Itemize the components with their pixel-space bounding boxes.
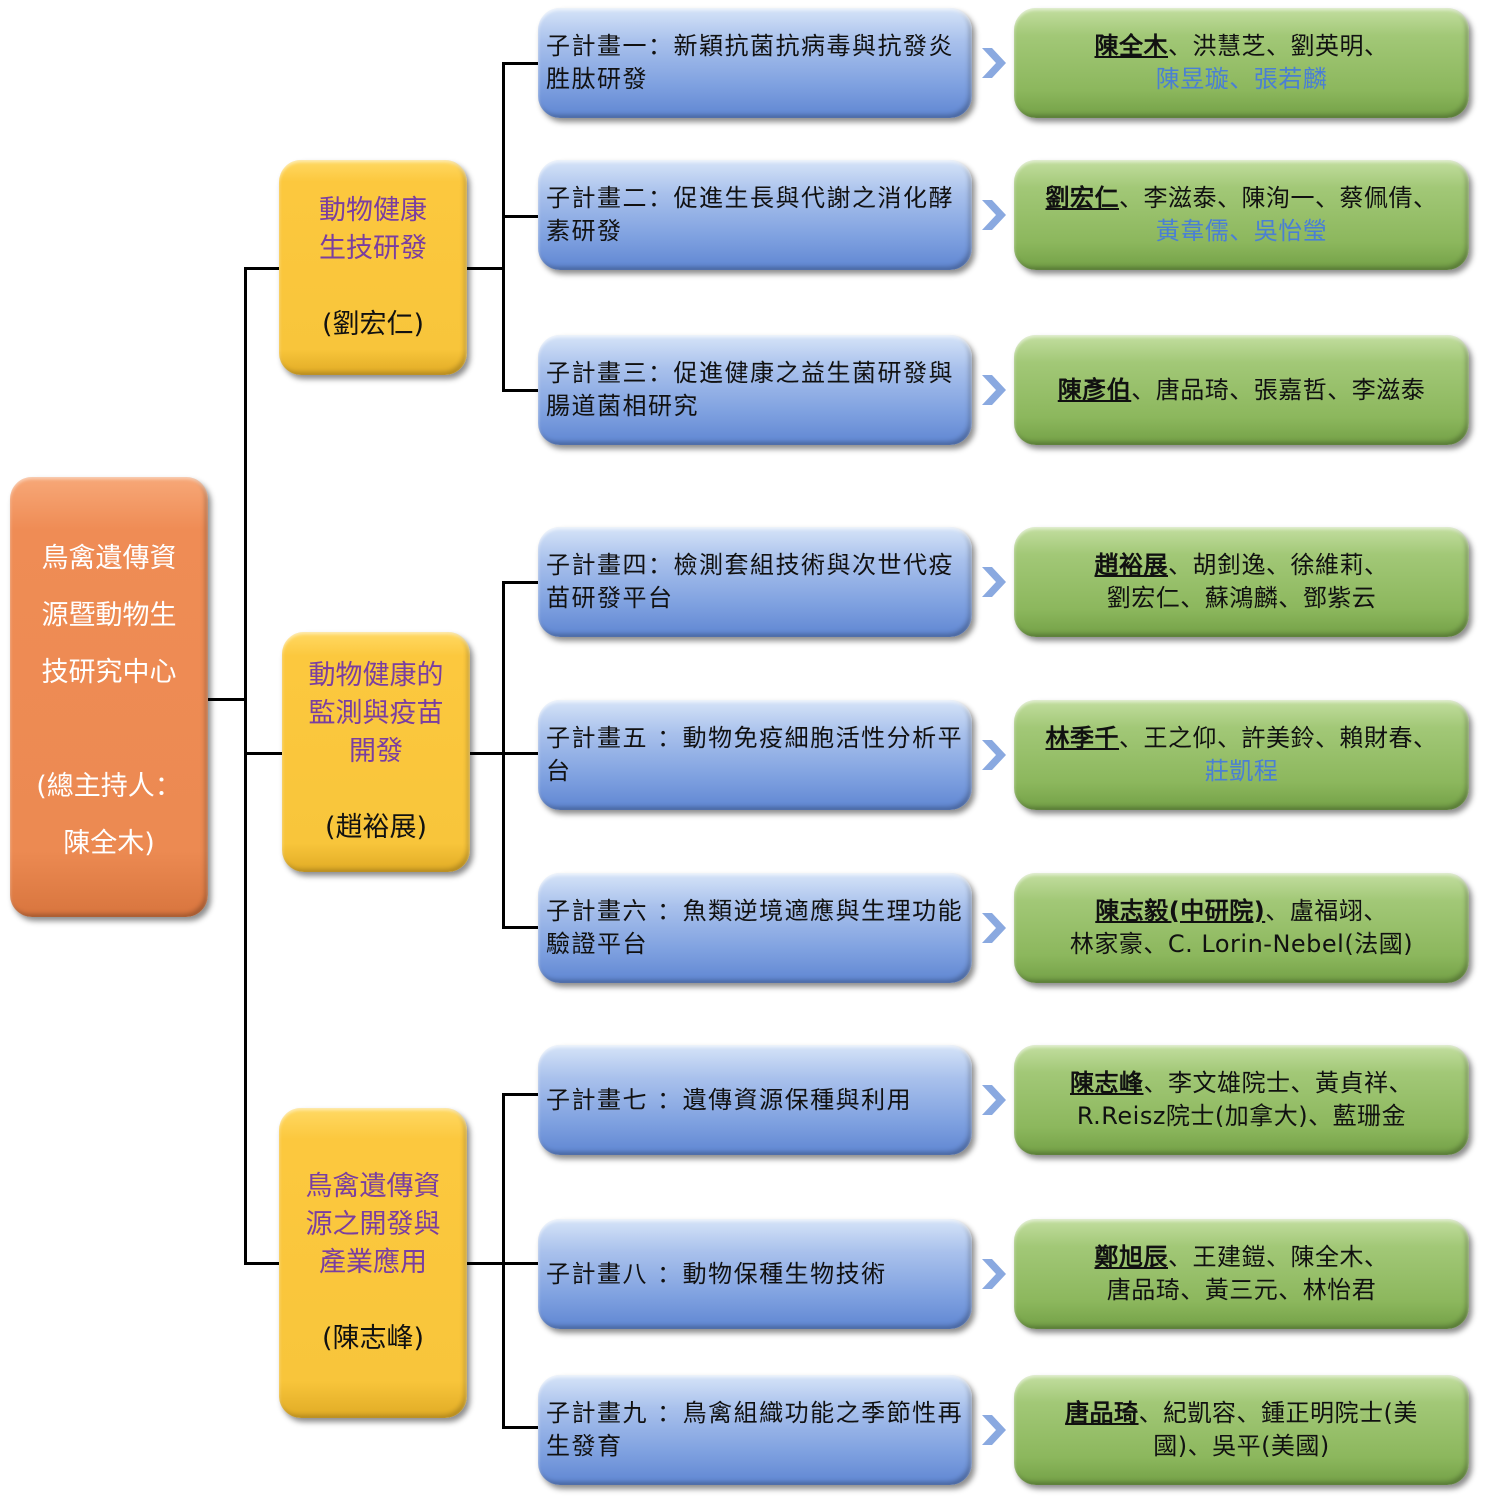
chevron-right-icon (982, 1415, 1006, 1445)
team-members: 、王建鎧、陳全木、 (1168, 1243, 1389, 1271)
category-title: 動物健康 生技研發 (319, 194, 427, 264)
subproject-label: 子計畫五 ：動物免疫細胞活性分析平台 (546, 724, 964, 785)
subproject-label: 子計畫八 ：動物保種生物技術 (546, 1259, 887, 1288)
team-members: 、胡釗逸、徐維莉、 (1168, 551, 1389, 579)
category-leader: (趙裕展) (324, 812, 428, 843)
chevron-right-icon (982, 48, 1006, 78)
subproject-label: 子計畫一：新穎抗菌抗病毒與抗發炎胜肽研發 (546, 32, 954, 93)
category-title: 動物健康的 監測與疫苗 開發 (308, 660, 444, 767)
team-node-4[interactable]: 趙裕展、胡釗逸、徐維莉、劉宏仁、蘇鴻麟、鄧紫云 (1014, 527, 1469, 637)
category-node-health-monitoring-vaccine[interactable]: 動物健康的 監測與疫苗 開發 (趙裕展) (282, 632, 470, 872)
team-node-7[interactable]: 陳志峰、李文雄院士、黃貞祥、R.Reisz院士(加拿大)、藍珊金 (1014, 1045, 1469, 1155)
subproject-node-8[interactable]: 子計畫八 ：動物保種生物技術 (538, 1219, 972, 1329)
root-title-line: 技研究中心 (41, 657, 177, 688)
team-line: 林季千、王之仰、許美鈴、賴財春、 (1020, 722, 1463, 755)
team-members: 、唐品琦、張嘉哲、李滋泰 (1131, 375, 1426, 404)
team-members: 、李文雄院士、黃貞祥、 (1143, 1069, 1413, 1097)
team-members: 、洪慧芝、劉英明、 (1168, 32, 1389, 60)
category-title: 鳥禽遺傳資 源之開發與 產業應用 (305, 1171, 441, 1278)
root-leader-line: (總主持人： (36, 771, 182, 802)
team-members: R.Reisz院士(加拿大)、藍珊金 (1076, 1102, 1407, 1130)
subproject-node-1[interactable]: 子計畫一：新穎抗菌抗病毒與抗發炎胜肽研發 (538, 8, 972, 118)
category-leader: (陳志峰) (321, 1323, 425, 1354)
subproject-label: 子計畫九 ：鳥禽組織功能之季節性再生發育 (546, 1399, 964, 1460)
subproject-label: 子計畫二：促進生長與代謝之消化酵素研發 (546, 184, 954, 245)
team-members: 、李滋泰、陳洵一、蔡佩倩、 (1119, 184, 1438, 212)
principal-investigator: 劉宏仁 (1045, 184, 1119, 212)
category-node-poultry-genetic-resources[interactable]: 鳥禽遺傳資 源之開發與 產業應用 (陳志峰) (279, 1108, 467, 1418)
team-node-1[interactable]: 陳全木、洪慧芝、劉英明、陳昱璇、張若麟 (1014, 8, 1469, 118)
principal-investigator: 陳志峰 (1070, 1069, 1144, 1097)
team-members: 唐品琦、黃三元、林怡君 (1106, 1276, 1377, 1304)
team-line: 鄭旭辰、王建鎧、陳全木、 (1020, 1241, 1463, 1274)
subproject-node-2[interactable]: 子計畫二：促進生長與代謝之消化酵素研發 (538, 160, 972, 270)
team-members-external: 莊凱程 (1204, 757, 1279, 785)
team-members: 國)、吳平(美國) (1153, 1432, 1330, 1460)
subproject-node-9[interactable]: 子計畫九 ：鳥禽組織功能之季節性再生發育 (538, 1375, 972, 1485)
category-leader: (劉宏仁) (321, 308, 425, 340)
team-line: 陳全木、洪慧芝、劉英明、 (1020, 30, 1463, 63)
team-node-2[interactable]: 劉宏仁、李滋泰、陳洵一、蔡佩倩、黃韋儒、吳怡瑩 (1014, 160, 1469, 270)
team-node-9[interactable]: 唐品琦、紀凱容、鍾正明院士(美國)、吳平(美國) (1014, 1375, 1469, 1485)
chevron-right-icon (982, 740, 1006, 770)
subproject-node-7[interactable]: 子計畫七 ：遺傳資源保種與利用 (538, 1045, 972, 1155)
principal-investigator: 鄭旭辰 (1094, 1243, 1168, 1271)
team-members-external: 陳昱璇、張若麟 (1155, 65, 1328, 93)
principal-investigator: 趙裕展 (1094, 551, 1168, 579)
team-node-5[interactable]: 林季千、王之仰、許美鈴、賴財春、莊凱程 (1014, 700, 1469, 810)
principal-investigator: 唐品琦 (1065, 1399, 1139, 1427)
principal-investigator: 陳全木 (1094, 32, 1168, 60)
team-line: 陳志峰、李文雄院士、黃貞祥、 (1020, 1067, 1463, 1100)
principal-investigator: 陳彥伯 (1057, 375, 1132, 404)
root-leader-line: 陳全木) (63, 828, 155, 859)
team-line: 陳彥伯、唐品琦、張嘉哲、李滋泰 (1020, 374, 1463, 407)
team-members: 林家豪、C. Lorin-Nebel(法國) (1069, 930, 1414, 958)
root-node-research-center[interactable]: 鳥禽遺傳資 源暨動物生 技研究中心 (總主持人： 陳全木) (10, 477, 208, 917)
principal-investigator: 陳志毅(中研院) (1095, 897, 1266, 925)
subproject-node-6[interactable]: 子計畫六 ：魚類逆境適應與生理功能驗證平台 (538, 873, 972, 983)
chevron-right-icon (982, 567, 1006, 597)
subproject-node-4[interactable]: 子計畫四：檢測套組技術與次世代疫苗研發平台 (538, 527, 972, 637)
team-members: 劉宏仁、蘇鴻麟、鄧紫云 (1106, 584, 1377, 612)
subproject-label: 子計畫三：促進健康之益生菌研發與腸道菌相研究 (546, 359, 954, 420)
team-node-3[interactable]: 陳彥伯、唐品琦、張嘉哲、李滋泰 (1014, 335, 1469, 445)
subproject-label: 子計畫四：檢測套組技術與次世代疫苗研發平台 (546, 551, 954, 612)
team-members: 、紀凱容、鍾正明院士(美 (1138, 1399, 1418, 1427)
chevron-right-icon (982, 1259, 1006, 1289)
team-line: 劉宏仁、李滋泰、陳洵一、蔡佩倩、 (1020, 182, 1463, 215)
root-title-line: 源暨動物生 (41, 600, 177, 631)
chevron-right-icon (982, 375, 1006, 405)
category-node-animal-health-biotech[interactable]: 動物健康 生技研發 (劉宏仁) (279, 160, 467, 375)
subproject-label: 子計畫七 ：遺傳資源保種與利用 (546, 1085, 913, 1114)
team-members: 、王之仰、許美鈴、賴財春、 (1119, 724, 1438, 752)
team-members: 、盧福翊、 (1265, 897, 1388, 925)
subproject-node-3[interactable]: 子計畫三：促進健康之益生菌研發與腸道菌相研究 (538, 335, 972, 445)
chevron-right-icon (982, 200, 1006, 230)
team-line: 趙裕展、胡釗逸、徐維莉、 (1020, 549, 1463, 582)
team-node-8[interactable]: 鄭旭辰、王建鎧、陳全木、唐品琦、黃三元、林怡君 (1014, 1219, 1469, 1329)
subproject-label: 子計畫六 ：魚類逆境適應與生理功能驗證平台 (546, 897, 964, 958)
chevron-right-icon (982, 913, 1006, 943)
team-members-external: 黃韋儒、吳怡瑩 (1155, 217, 1328, 245)
team-line: 陳志毅(中研院)、盧福翊、 (1020, 895, 1463, 928)
chevron-right-icon (982, 1085, 1006, 1115)
root-title-line: 鳥禽遺傳資 (41, 543, 177, 574)
team-node-6[interactable]: 陳志毅(中研院)、盧福翊、林家豪、C. Lorin-Nebel(法國) (1014, 873, 1469, 983)
team-line: 唐品琦、紀凱容、鍾正明院士(美 (1020, 1397, 1463, 1430)
principal-investigator: 林季千 (1045, 724, 1119, 752)
subproject-node-5[interactable]: 子計畫五 ：動物免疫細胞活性分析平台 (538, 700, 972, 810)
